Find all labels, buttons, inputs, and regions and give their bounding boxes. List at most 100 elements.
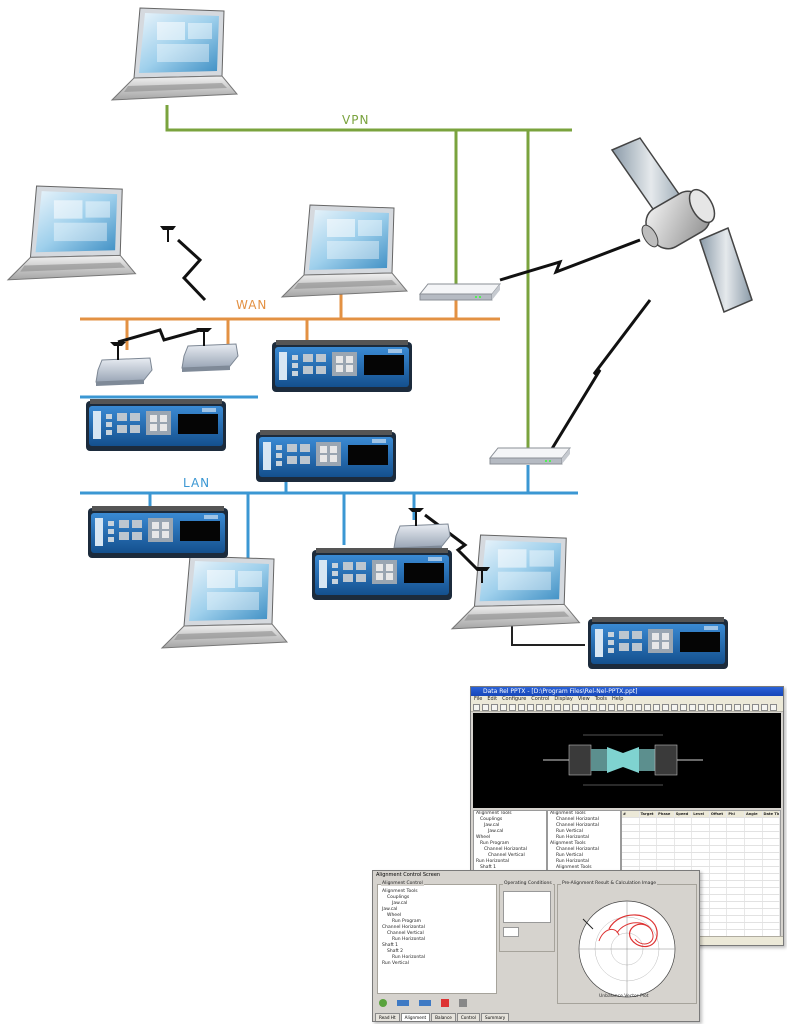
toolbar-button[interactable] xyxy=(617,703,624,711)
menu-item[interactable]: Help xyxy=(612,696,624,702)
toolbar-button[interactable] xyxy=(707,703,714,711)
table-row[interactable] xyxy=(622,818,780,825)
dialog-tree-item[interactable]: Jaw.cal xyxy=(392,901,408,906)
dialog-tree-item[interactable]: Run Vertical xyxy=(382,961,409,966)
dialog-tree-item[interactable]: Run Program xyxy=(392,919,422,924)
menu-item[interactable]: Display xyxy=(554,696,573,702)
tab-read-ht[interactable]: Read Ht xyxy=(375,1013,400,1021)
list-item[interactable]: Run Vertical xyxy=(556,853,583,858)
tab-alignment[interactable]: Alignment xyxy=(400,1013,431,1021)
toolbar-button[interactable] xyxy=(590,703,597,711)
column-header[interactable]: Phi xyxy=(727,811,745,817)
list-item[interactable]: Run Horizontal xyxy=(556,859,590,864)
list-item[interactable]: Channel Horizontal xyxy=(556,817,599,822)
toolbar-button[interactable] xyxy=(770,703,777,711)
toolbar-button[interactable] xyxy=(554,703,561,711)
toolbar-button[interactable] xyxy=(689,703,696,711)
menu-item[interactable]: Tools xyxy=(594,696,608,702)
toolbar-button[interactable] xyxy=(635,703,642,711)
list-item[interactable]: Channel Horizontal xyxy=(556,847,599,852)
toolbar-button[interactable] xyxy=(626,703,633,711)
column-header[interactable]: Speed xyxy=(674,811,693,817)
column-header[interactable]: Date Time xyxy=(762,811,780,817)
toolbar-button[interactable] xyxy=(482,703,489,711)
list-item[interactable]: Alignment Tools xyxy=(550,841,586,846)
dialog-tree-item[interactable]: Alignment Tools xyxy=(382,889,418,894)
toolbar-button[interactable] xyxy=(500,703,507,711)
toolbar-button[interactable] xyxy=(662,703,669,711)
menu-item[interactable]: Control xyxy=(531,696,550,702)
chart-icon[interactable] xyxy=(459,999,467,1007)
toolbar-button[interactable] xyxy=(473,703,480,711)
dialog-tree-item[interactable]: Shaft 2 xyxy=(387,949,404,954)
menu-item[interactable]: File xyxy=(474,696,483,702)
toolbar-button[interactable] xyxy=(743,703,750,711)
dialog-tree-item[interactable]: Couplings xyxy=(387,895,410,900)
speed-field[interactable] xyxy=(503,927,519,937)
menu-item[interactable]: Configure xyxy=(502,696,527,702)
toolbar-button[interactable] xyxy=(563,703,570,711)
toolbar-button[interactable] xyxy=(671,703,678,711)
toolbar-button[interactable] xyxy=(716,703,723,711)
column-header[interactable]: Phase xyxy=(657,811,675,817)
tree-item[interactable]: Run Program xyxy=(480,841,510,846)
tab-summary[interactable]: Summary xyxy=(480,1013,510,1021)
toolbar-button[interactable] xyxy=(572,703,579,711)
list-item[interactable]: Alignment Tools xyxy=(550,811,586,816)
toolbar-button[interactable] xyxy=(599,703,606,711)
arrow-right-icon[interactable] xyxy=(397,1000,409,1006)
tree-item[interactable]: Jaw.cal xyxy=(484,823,500,828)
list-item[interactable]: Run Vertical xyxy=(556,829,583,834)
tab-control[interactable]: Control xyxy=(456,1013,480,1021)
column-header[interactable]: Level xyxy=(692,811,710,817)
column-header[interactable]: # xyxy=(622,811,640,817)
arrow-left-icon[interactable] xyxy=(419,1000,431,1006)
list-item[interactable]: Channel Horizontal xyxy=(556,823,599,828)
dialog-tree-item[interactable]: Run Horizontal xyxy=(392,955,426,960)
tree-item[interactable]: Channel Horizontal xyxy=(484,847,527,852)
toolbar-button[interactable] xyxy=(752,703,759,711)
dialog-tree-item[interactable]: Shaft 1 xyxy=(382,943,399,948)
list-item[interactable]: Alignment Tools xyxy=(556,865,592,870)
table-row[interactable] xyxy=(622,839,780,846)
toolbar-button[interactable] xyxy=(536,703,543,711)
tree-item[interactable]: Alignment Tools xyxy=(476,811,512,816)
run-icon[interactable] xyxy=(379,999,387,1007)
toolbar-button[interactable] xyxy=(581,703,588,711)
table-row[interactable] xyxy=(622,853,780,860)
dialog-tree-item[interactable]: Channel Vertical xyxy=(387,931,424,936)
toolbar-button[interactable] xyxy=(761,703,768,711)
toolbar-button[interactable] xyxy=(527,703,534,711)
toolbar-button[interactable] xyxy=(644,703,651,711)
toolbar-button[interactable] xyxy=(509,703,516,711)
list-item[interactable]: Run Horizontal xyxy=(556,835,590,840)
column-header[interactable]: Target xyxy=(639,811,658,817)
table-row[interactable] xyxy=(622,846,780,853)
dialog-tree-item[interactable]: Jaw.cal xyxy=(382,907,398,912)
toolbar-button[interactable] xyxy=(698,703,705,711)
tree-item[interactable]: Shaft 1 xyxy=(480,865,497,870)
tree-item[interactable]: Run Horizontal xyxy=(476,859,510,864)
tree-item[interactable]: Jaw.cal xyxy=(488,829,504,834)
toolbar-button[interactable] xyxy=(545,703,552,711)
table-row[interactable] xyxy=(622,832,780,839)
tree-item[interactable]: Wheel xyxy=(476,835,491,840)
warning-icon[interactable] xyxy=(441,999,449,1007)
dialog-tree-item[interactable]: Channel Horizontal xyxy=(382,925,425,930)
toolbar-button[interactable] xyxy=(491,703,498,711)
toolbar-button[interactable] xyxy=(608,703,615,711)
toolbar-button[interactable] xyxy=(725,703,732,711)
toolbar-button[interactable] xyxy=(734,703,741,711)
toolbar-button[interactable] xyxy=(680,703,687,711)
column-header[interactable]: Angle xyxy=(744,811,763,817)
dialog-tree-item[interactable]: Run Horizontal xyxy=(392,937,426,942)
table-row[interactable] xyxy=(622,825,780,832)
menu-item[interactable]: View xyxy=(577,696,590,702)
tree-item[interactable]: Channel Vertical xyxy=(488,853,525,858)
column-header[interactable]: Offset xyxy=(709,811,728,817)
menu-item[interactable]: Edit xyxy=(487,696,498,702)
toolbar-button[interactable] xyxy=(653,703,660,711)
tab-balance[interactable]: Balance xyxy=(431,1013,456,1021)
tree-item[interactable]: Couplings xyxy=(480,817,503,822)
table-row[interactable] xyxy=(622,860,780,867)
